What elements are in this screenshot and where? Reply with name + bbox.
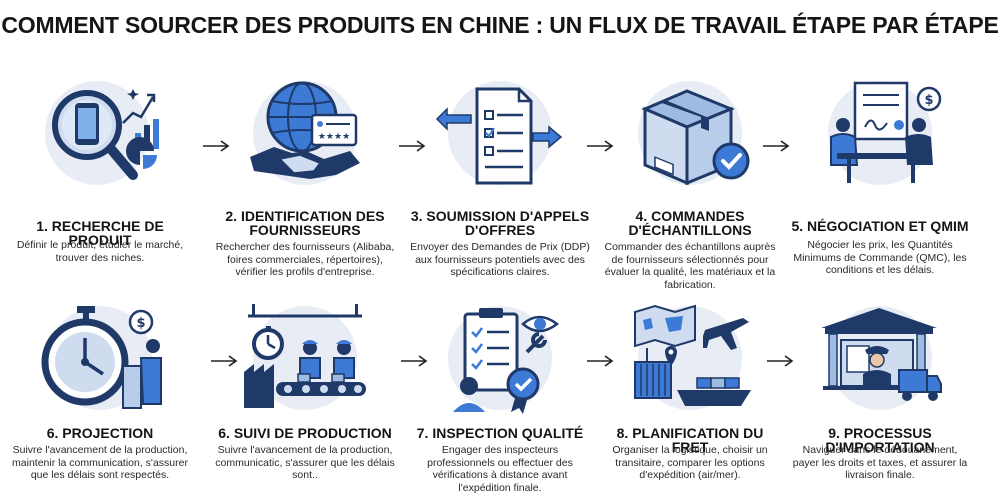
step-6b-description: Suivre l'avancement de la production, co… [215,444,395,481]
box-checkmark-icon [625,75,755,190]
step-9-title: 9. PROCESSUS D'IMPORTATION [825,425,935,455]
negotiation-table-icon: $ [815,75,945,190]
flow-arrow-6b-7 [400,353,428,369]
svg-text:★★★★: ★★★★ [318,132,350,142]
magnifier-phone-chart-icon [35,75,165,190]
flow-arrow-8-9 [766,353,794,369]
step-6-title: 6. PROJECTION [46,425,154,441]
step-3-description: Envoyer des Demandes de Prix (DDP) aux f… [410,241,590,278]
flow-arrow-7-8 [586,353,614,369]
step-1-description: Définir le produit, étudier le marché, t… [16,239,184,264]
step-7-description: Engager des inspecteurs professionnels o… [427,444,573,494]
step-5-description: Négocier les prix, les Quantités Minimum… [793,239,967,276]
step-6b-title: 6. SUIVI DE PRODUCTION [218,425,392,441]
globe-handshake-icon: ★★★★ [240,75,370,190]
customs-officer-truck-icon [815,300,945,415]
step-7-title: 7. INSPECTION QUALITÉ [416,425,584,441]
step-9-description: Naviguer dans le dédouanement, payer les… [792,444,968,481]
step-8-description: Organiser la logistique, choisir un tran… [612,444,768,481]
plane-ship-map-icon [625,300,755,415]
flow-arrow-4-5 [762,138,790,154]
step-2-title: 2. IDENTIFICATION DES FOURNISSEURS [225,208,385,238]
step-2-description: Rechercher des fournisseurs (Alibaba, fo… [215,241,395,278]
stopwatch-person-icon: $ [35,300,165,415]
step-8-title: 8. PLANIFICATION DU FRET [616,425,764,455]
flow-arrow-1-2 [202,138,230,154]
document-arrows-icon [435,75,565,190]
svg-text:$: $ [136,316,145,331]
flow-arrow-6-6b [210,353,238,369]
step-4-description: Commander des échantillons auprès de fou… [604,241,776,291]
step-4-title: 4. COMMANDES D'ÉCHANTILLONS [628,208,752,238]
clipboard-inspector-icon [435,300,565,415]
svg-text:$: $ [924,93,933,108]
flow-arrow-3-4 [586,138,614,154]
flow-arrow-2-3 [398,138,426,154]
step-3-title: 3. SOUMISSION D'APPELS D'OFFRES [410,208,590,238]
step-1-title: 1. RECHERCHE DE PRODUIT [36,218,164,248]
factory-workers-icon [240,300,370,415]
step-6-description: Suivre l'avancement de la production, ma… [12,444,188,481]
step-5-title: 5. NÉGOCIATION ET QMIM [791,218,969,234]
page-title: COMMENT SOURCER DES PRODUITS EN CHINE : … [1,12,999,38]
